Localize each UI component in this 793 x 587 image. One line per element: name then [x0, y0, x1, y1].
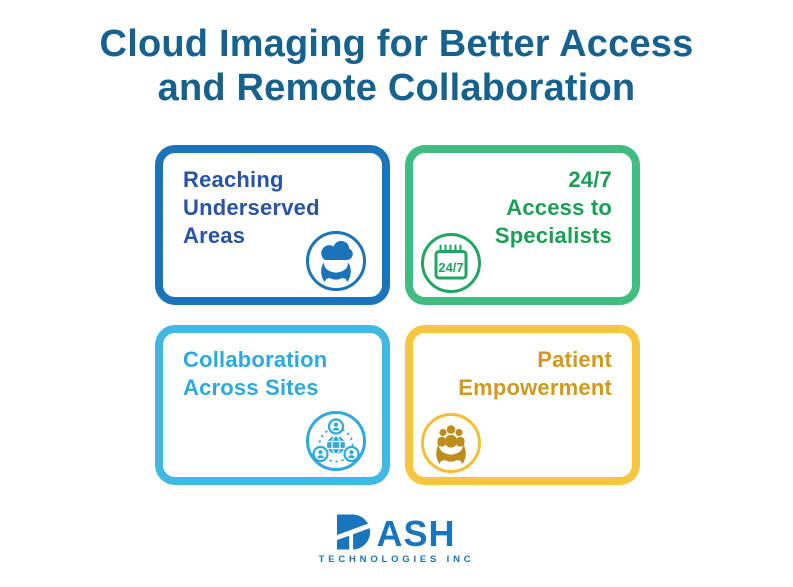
card-24-7-access-to-specialists: 24/7 Access to Specialists 24/7 [405, 145, 640, 305]
card-title: Collaboration Across Sites [183, 346, 327, 402]
page-title: Cloud Imaging for Better Access and Remo… [0, 22, 793, 110]
card-title-line: Specialists [494, 222, 612, 248]
hands-holding-people-icon [419, 411, 483, 475]
logo-subtitle: TECHNOLOGIES INC [318, 554, 475, 565]
network-globe-icon [304, 409, 368, 473]
logo-wordmark-text: ASH [376, 512, 456, 554]
card-title-line: Reaching [183, 167, 284, 192]
cards-grid: Reaching Underserved Areas 24/7 Access [155, 145, 640, 485]
title-line-1: Cloud Imaging for Better Access [99, 23, 694, 65]
card-title-line: Areas [183, 222, 246, 248]
card-title: Patient Empowerment [458, 346, 612, 402]
card-title: 24/7 Access to Specialists [495, 166, 612, 250]
card-reaching-underserved-areas: Reaching Underserved Areas [155, 145, 390, 305]
hands-holding-cloud-icon [304, 229, 368, 293]
card-patient-empowerment: Patient Empowerment [405, 325, 640, 485]
card-title: Reaching Underserved Areas [183, 166, 320, 250]
card-title-line: Empowerment [458, 374, 612, 400]
title-line-2: and Remote Collaboration [157, 67, 636, 110]
calendar-24-7-label: 24/7 [438, 260, 463, 275]
card-title-line: Underserved [183, 194, 320, 220]
dash-logo-d-icon [337, 514, 375, 550]
calendar-24-7-icon: 24/7 [419, 231, 483, 295]
card-title-line: Collaboration [183, 347, 328, 372]
card-title-line: Access to [506, 194, 612, 220]
card-title-line: 24/7 [568, 167, 612, 192]
card-collaboration-across-sites: Collaboration Across Sites [155, 325, 390, 485]
card-title-line: Patient [537, 347, 612, 372]
card-title-line: Across Sites [183, 374, 319, 400]
dash-logo: ASH TECHNOLOGIES INC [0, 514, 793, 565]
logo-wordmark: ASH [0, 512, 793, 554]
